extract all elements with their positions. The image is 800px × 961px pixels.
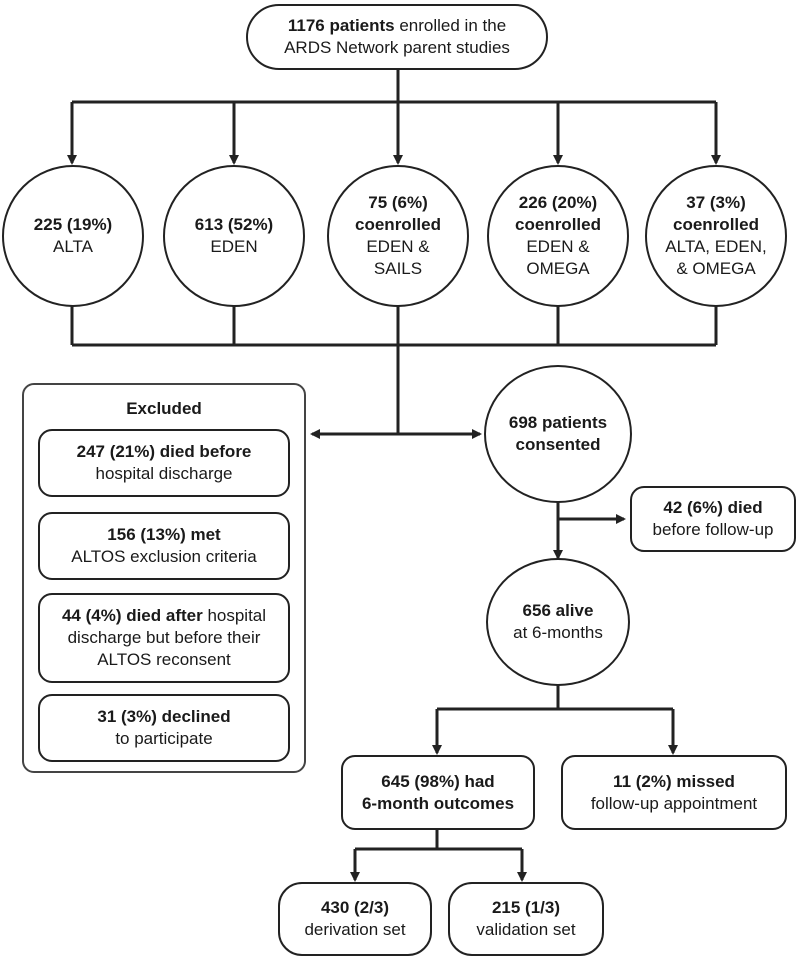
alive-node: 656 alive at 6-months — [486, 558, 630, 686]
study-node-eden-omega: 226 (20%) coenrolled EDEN & OMEGA — [487, 165, 629, 307]
died-before-followup-node: 42 (6%) died before follow-up — [630, 486, 796, 552]
derivation-set-node: 430 (2/3) derivation set — [278, 882, 432, 956]
consented-node: 698 patients consented — [484, 365, 632, 503]
enrolled-node: 1176 patients enrolled in the ARDS Netwo… — [246, 4, 548, 70]
study-node-eden-sails: 75 (6%) coenrolled EDEN & SAILS — [327, 165, 469, 307]
study-node-alta-eden-omega: 37 (3%) coenrolled ALTA, EDEN, & OMEGA — [645, 165, 787, 307]
missed-followup-node: 11 (2%) missed follow-up appointment — [561, 755, 787, 830]
study-node-alta: 225 (19%) ALTA — [2, 165, 144, 307]
excluded-met-exclusion: 156 (13%) met ALTOS exclusion criteria — [38, 512, 290, 580]
enrolled-detail: ARDS Network parent studies — [284, 38, 510, 57]
excluded-title: Excluded — [126, 399, 202, 418]
excluded-died-after-discharge: 44 (4%) died after hospital discharge bu… — [38, 593, 290, 683]
excluded-declined: 31 (3%) declined to participate — [38, 694, 290, 762]
study-node-eden: 613 (52%) EDEN — [163, 165, 305, 307]
validation-set-node: 215 (1/3) validation set — [448, 882, 604, 956]
excluded-died-before-discharge: 247 (21%) died before hospital discharge — [38, 429, 290, 497]
enrolled-count: 1176 patients — [287, 16, 395, 35]
outcomes-node: 645 (98%) had 6-month outcomes — [341, 755, 535, 830]
